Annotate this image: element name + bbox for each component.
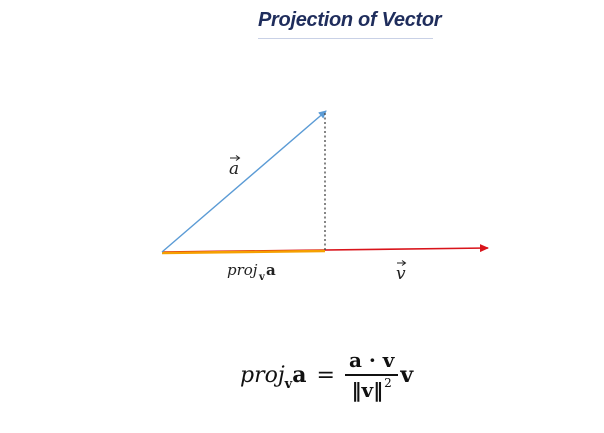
formula-numerator: a · v — [348, 348, 395, 373]
label-projection: proj v a — [227, 261, 276, 283]
label-vector-v: v — [396, 260, 407, 284]
formula-norm: ‖v‖ — [351, 377, 384, 402]
formula-proj-vector: a — [292, 362, 307, 388]
title-underline — [258, 38, 433, 39]
projection-formula: proj v a = a · v ‖v‖ 2 v — [240, 340, 413, 410]
formula-proj-text: proj — [240, 363, 285, 388]
svg-text:a: a — [229, 159, 239, 179]
page-title: Projection of Vector — [258, 9, 442, 31]
formula-denominator: ‖v‖ 2 — [352, 376, 392, 402]
formula-fraction: a · v ‖v‖ 2 — [344, 348, 399, 402]
fraction-bar — [344, 374, 399, 376]
svg-text:v: v — [396, 264, 406, 284]
vector-a-arrow — [161, 110, 327, 253]
formula-tail-vector: v — [400, 362, 414, 388]
formula-equals: = — [316, 362, 335, 388]
projection-segment — [161, 249, 326, 255]
svg-text:proj: proj — [227, 261, 258, 279]
formula-lhs: proj v a — [240, 362, 307, 392]
formula-proj-subscript: v — [284, 377, 293, 392]
svg-text:v: v — [258, 272, 266, 283]
label-vector-a: a — [229, 155, 241, 179]
svg-text:a: a — [266, 261, 276, 279]
formula-exponent: 2 — [384, 375, 392, 390]
